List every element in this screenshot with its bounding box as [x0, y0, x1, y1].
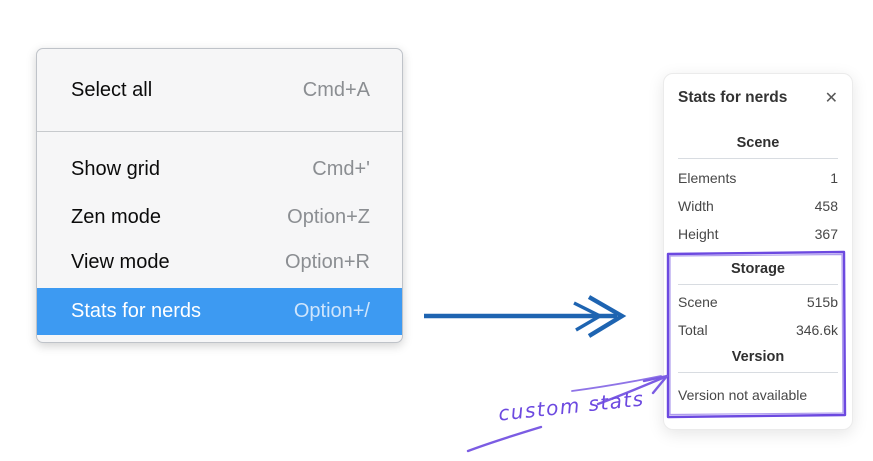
stat-label: Width: [678, 198, 714, 214]
stat-value: 458: [814, 198, 838, 214]
menu-item-view-mode[interactable]: View mode Option+R: [37, 239, 402, 285]
stat-label: Elements: [678, 170, 737, 186]
section-divider: [678, 158, 838, 159]
panel-title: Stats for nerds: [678, 89, 788, 106]
stat-row-total-size: Total 346.6k: [678, 320, 838, 340]
menu-item-shortcut: Option+Z: [287, 205, 370, 228]
menu-item-label: Zen mode: [71, 205, 162, 228]
menu-item-label: View mode: [71, 250, 170, 273]
context-menu: Select all Cmd+A Show grid Cmd+' Zen mod…: [36, 48, 403, 343]
stat-row-elements: Elements 1: [678, 168, 838, 188]
stats-for-nerds-panel: Stats for nerds ✕ Scene Elements 1 Width…: [663, 73, 853, 430]
stat-label: Scene: [678, 294, 718, 310]
section-header-storage: Storage: [731, 261, 785, 277]
section-divider: [678, 284, 838, 285]
close-icon[interactable]: ✕: [824, 88, 838, 107]
stat-label: Total: [678, 322, 708, 338]
menu-item-shortcut: Cmd+A: [302, 78, 370, 101]
stat-value: 346.6k: [795, 322, 838, 338]
menu-item-shortcut: Option+R: [284, 250, 370, 273]
menu-item-label: Select all: [71, 78, 153, 101]
menu-divider: [37, 131, 402, 132]
stat-value: 1: [830, 170, 838, 186]
section-header-version: Version: [731, 349, 785, 365]
stat-label: Height: [678, 226, 719, 242]
stat-row-width: Width 458: [678, 196, 838, 216]
menu-item-label: Show grid: [71, 157, 160, 180]
section-header-scene: Scene: [736, 135, 780, 151]
menu-item-shortcut: Option+/: [293, 300, 370, 322]
section-divider: [678, 372, 838, 373]
blue-arrow: [424, 295, 627, 338]
stat-row-scene-size: Scene 515b: [678, 292, 838, 312]
stat-value: 367: [814, 226, 838, 242]
menu-item-shortcut: Cmd+': [312, 157, 370, 180]
annotation-custom-stats: custom stats: [497, 386, 646, 426]
version-note: Version not available: [678, 387, 808, 403]
stat-row-height: Height 367: [678, 224, 838, 244]
stat-value: 515b: [806, 294, 838, 310]
menu-item-select-all[interactable]: Select all Cmd+A: [37, 67, 402, 113]
menu-item-show-grid[interactable]: Show grid Cmd+': [37, 146, 402, 192]
menu-item-stats-for-nerds[interactable]: Stats for nerds Option+/: [37, 288, 402, 335]
menu-item-label: Stats for nerds: [71, 300, 202, 322]
menu-item-zen-mode[interactable]: Zen mode Option+Z: [37, 194, 402, 240]
